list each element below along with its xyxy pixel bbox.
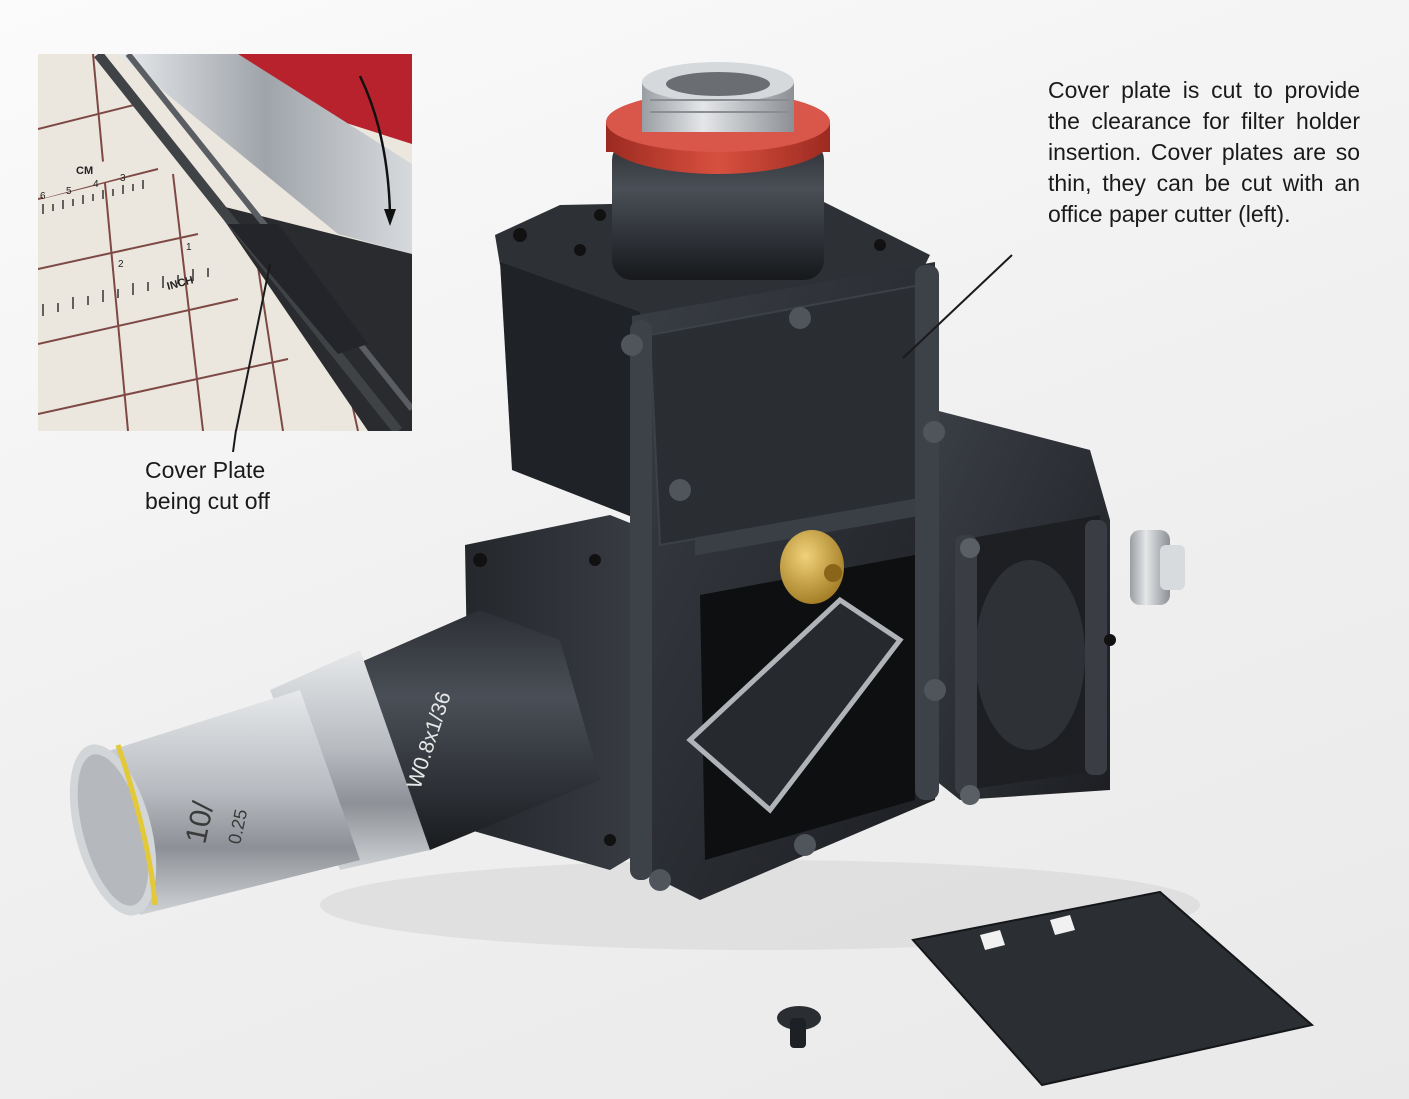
callout-pointer-inset-tail [232, 430, 237, 452]
ruler-tick-6: 6 [40, 191, 46, 202]
ruler-unit-cm: CM [76, 165, 93, 177]
ruler-tick-5: 5 [66, 186, 72, 197]
loose-screw [777, 1006, 821, 1048]
ruler-tick-2: 2 [118, 259, 124, 270]
paper-cutter-inset: CM 6 5 4 3 2 1 INCH [38, 54, 412, 431]
callout-pointer-main [902, 254, 1013, 359]
cut-cover-plate [911, 890, 1315, 1087]
cut-direction-arrow [358, 75, 392, 215]
main-caption: Cover plate is cut to provide the cleara… [1048, 77, 1360, 227]
inset-caption: Cover Plate being cut off [145, 455, 345, 517]
callout-pointer-inset [235, 263, 271, 431]
objective-lens: W0.8x1/36 10/ 0.25 [69, 610, 600, 916]
top-port [606, 62, 830, 280]
inset-caption-line2: being cut off [145, 488, 270, 514]
ruler-tick-4: 4 [93, 179, 99, 190]
ruler-tick-3: 3 [120, 173, 126, 184]
side-cube-right [935, 410, 1185, 805]
main-cube [495, 200, 946, 900]
inset-caption-line1: Cover Plate [145, 457, 266, 483]
ruler-tick-1: 1 [186, 242, 192, 253]
